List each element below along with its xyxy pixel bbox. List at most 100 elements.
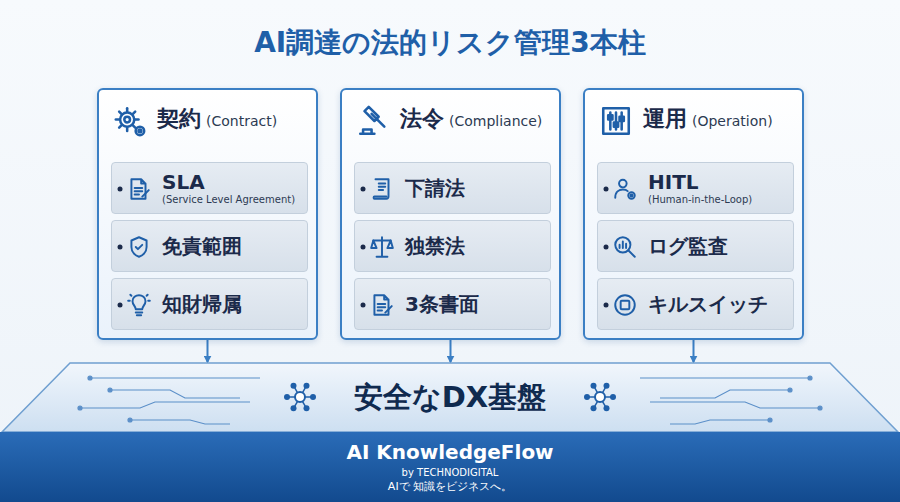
pillar-subheading: (Operation) xyxy=(692,113,773,130)
icon-stroke xyxy=(119,112,122,115)
icon-stroke xyxy=(136,313,143,316)
bullet-dot xyxy=(359,301,367,309)
icon-strokes xyxy=(615,295,635,315)
icon-stroke xyxy=(136,127,145,136)
icon-stroke xyxy=(126,108,129,112)
pillar-header: 運用 (Operation) xyxy=(643,106,794,140)
item-text: SLA xyxy=(162,170,301,194)
icon-stroke xyxy=(133,295,146,309)
gavel-icon xyxy=(356,104,390,138)
hub-node xyxy=(584,394,590,400)
circuit-pad xyxy=(818,406,822,410)
icon-stroke xyxy=(603,108,629,134)
icon-stroke xyxy=(135,188,143,195)
platform-band: 安全なDX基盤 xyxy=(0,360,900,434)
bullet-dot xyxy=(604,187,609,192)
circuit-pad xyxy=(808,376,812,380)
bullet-dot xyxy=(604,303,609,308)
hub-node xyxy=(304,383,310,389)
icon-strokes xyxy=(603,108,629,134)
item-text: HITL xyxy=(648,170,787,194)
icon-stroke xyxy=(630,194,632,196)
circuit-trace xyxy=(80,402,250,408)
pillar-panel: HITL(Human-in-the-Loop)ログ監査キルスイッチ運用(Oper… xyxy=(583,88,804,340)
bullet-dot xyxy=(361,303,366,308)
icon-stroke xyxy=(620,117,624,121)
icon-stroke xyxy=(365,107,385,127)
icon-stroke xyxy=(133,112,136,115)
chart-icon xyxy=(612,234,638,260)
pillar-heading: 法令 xyxy=(400,106,444,132)
item-label: キルスイッチ xyxy=(648,279,787,329)
gear-icon xyxy=(113,104,147,138)
hub-node xyxy=(310,394,316,400)
network-hub xyxy=(284,383,316,412)
bullet-dot xyxy=(602,243,610,251)
icon-stroke xyxy=(142,190,149,197)
pillar-panel: 下請法独禁法3条書面法令(Compliance) xyxy=(340,88,561,340)
pointer-connector xyxy=(450,340,452,362)
pillar-header: 法令(Compliance) xyxy=(400,106,551,140)
bullet-dot xyxy=(602,185,610,193)
hub-node xyxy=(604,383,610,389)
hub-center xyxy=(595,392,605,402)
item-subtext: (Service Level Agreement) xyxy=(162,194,301,206)
bullet-dot xyxy=(602,301,610,309)
pillar-subheading: (Contract) xyxy=(206,113,277,130)
icon-stroke xyxy=(139,130,142,133)
icon-stroke xyxy=(360,130,374,134)
network-hub xyxy=(584,383,616,412)
platform-label: 安全なDX基盤 xyxy=(0,360,900,434)
icon-stroke xyxy=(119,125,122,128)
icon-strokes xyxy=(360,107,384,134)
bullet-dot xyxy=(359,185,367,193)
icon-stroke xyxy=(378,304,386,311)
hub-node xyxy=(284,394,290,400)
circuit-trace xyxy=(640,377,810,378)
circuit-pad xyxy=(788,388,792,392)
item-label: SLA(Service Level Agreement) xyxy=(162,163,301,213)
hub-node xyxy=(304,405,310,411)
pillar-heading: 運用 xyxy=(643,106,687,132)
bullet-dot xyxy=(604,245,609,250)
icon-stroke xyxy=(628,192,635,199)
circuit-trace xyxy=(660,390,790,398)
circuit-trace xyxy=(110,390,240,398)
pillar-heading: 契約 xyxy=(157,106,201,132)
icon-stroke xyxy=(614,122,618,126)
icon-strokes xyxy=(615,237,635,257)
hub-node xyxy=(610,394,616,400)
circuit-trace xyxy=(90,377,260,378)
brand-name: AI KnowledgeFlow xyxy=(346,439,553,466)
circuit-trace xyxy=(130,420,230,424)
hub-node xyxy=(591,405,597,411)
circuit-pad xyxy=(108,388,112,392)
circuit-lines xyxy=(78,376,822,424)
icon-strokes xyxy=(128,295,150,316)
hub-node xyxy=(291,383,297,389)
item-text: 知財帰属 xyxy=(162,292,301,316)
item-text: キルスイッチ xyxy=(648,292,787,316)
hub-node xyxy=(604,405,610,411)
pointer-connector xyxy=(207,340,209,362)
icon-stroke xyxy=(126,127,129,131)
pillar-panel: SLA(Service Level Agreement)免責範囲知財帰属契約(C… xyxy=(97,88,318,340)
icon-stroke xyxy=(615,295,635,315)
icon-stroke xyxy=(120,113,134,127)
platform-outline xyxy=(2,363,898,432)
icon-stroke xyxy=(619,180,627,188)
stop-icon xyxy=(612,292,638,318)
icon-stroke xyxy=(128,295,150,301)
pillar-header: 契約 (Contract) xyxy=(157,106,308,140)
icon-stroke xyxy=(615,190,627,198)
icon-stroke xyxy=(608,115,612,119)
hub-center xyxy=(295,392,305,402)
bullet-dot xyxy=(116,243,124,251)
doc-icon xyxy=(369,292,395,318)
brand-slogan: AIで 知識をビジネスへ。 xyxy=(388,480,512,495)
item-box: SLA(Service Level Agreement) xyxy=(111,162,308,214)
hub-node xyxy=(591,383,597,389)
person-icon xyxy=(612,176,638,202)
item-box: 3条書面 xyxy=(354,278,551,330)
